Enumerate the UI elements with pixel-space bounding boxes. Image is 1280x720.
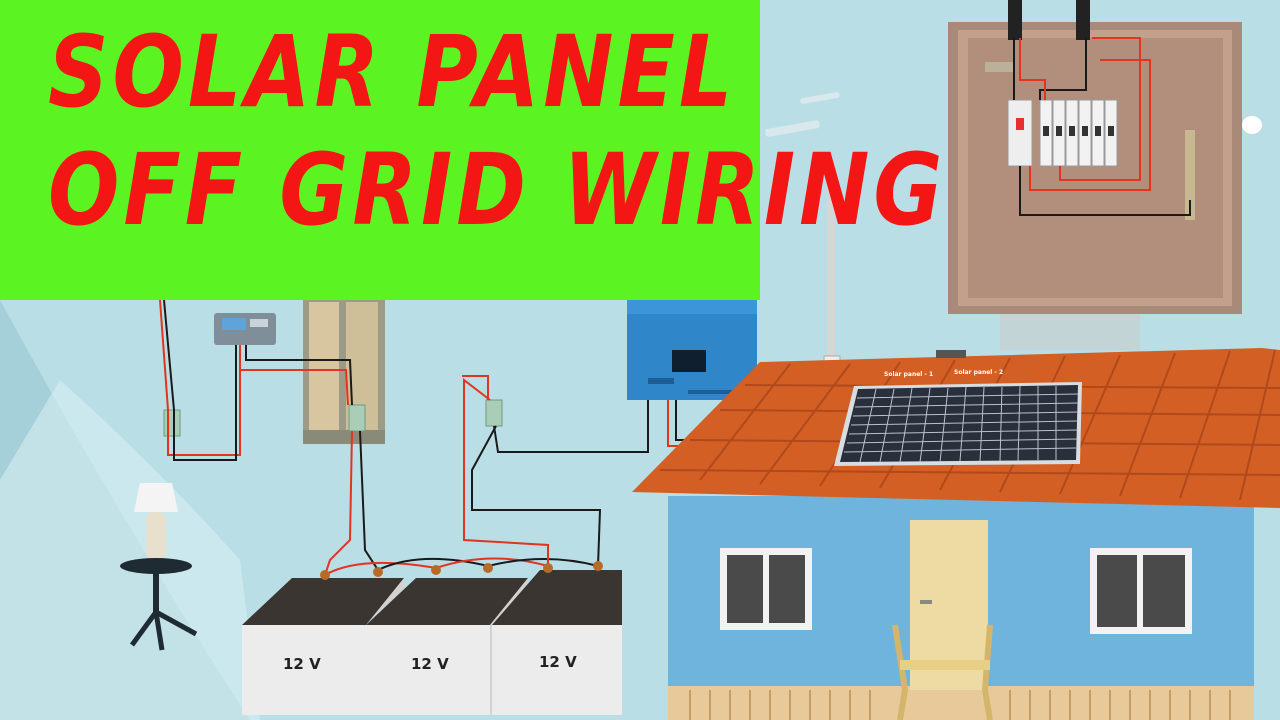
inverter: [627, 296, 757, 400]
wiring: [159, 299, 836, 576]
solar-panel-array: [834, 382, 1082, 466]
ceiling-fan: [765, 92, 840, 137]
junction-box-2: [348, 404, 366, 432]
solar-panel-2-label: Solar panel - 2: [954, 369, 1003, 376]
battery-2-label: 12 V: [411, 655, 449, 673]
table-lamp: [120, 483, 198, 651]
wall-lamp: [1242, 116, 1262, 134]
title-line-1: SOLAR PANEL: [48, 13, 737, 130]
title-banner: SOLAR PANEL OFF GRID WIRING: [0, 0, 942, 300]
junction-box-1: [163, 409, 181, 437]
junction-box-3: [485, 399, 503, 427]
charge-controller: [214, 313, 276, 345]
battery-3-label: 12 V: [539, 653, 577, 671]
battery-bank: [242, 561, 622, 715]
battery-3: [492, 561, 622, 715]
house: [668, 496, 1254, 720]
battery-1-label: 12 V: [283, 655, 321, 673]
distribution-board: [948, 0, 1242, 350]
title-line-2: OFF GRID WIRING: [48, 131, 947, 248]
solar-panel-1-label: Solar panel - 1: [884, 371, 933, 378]
